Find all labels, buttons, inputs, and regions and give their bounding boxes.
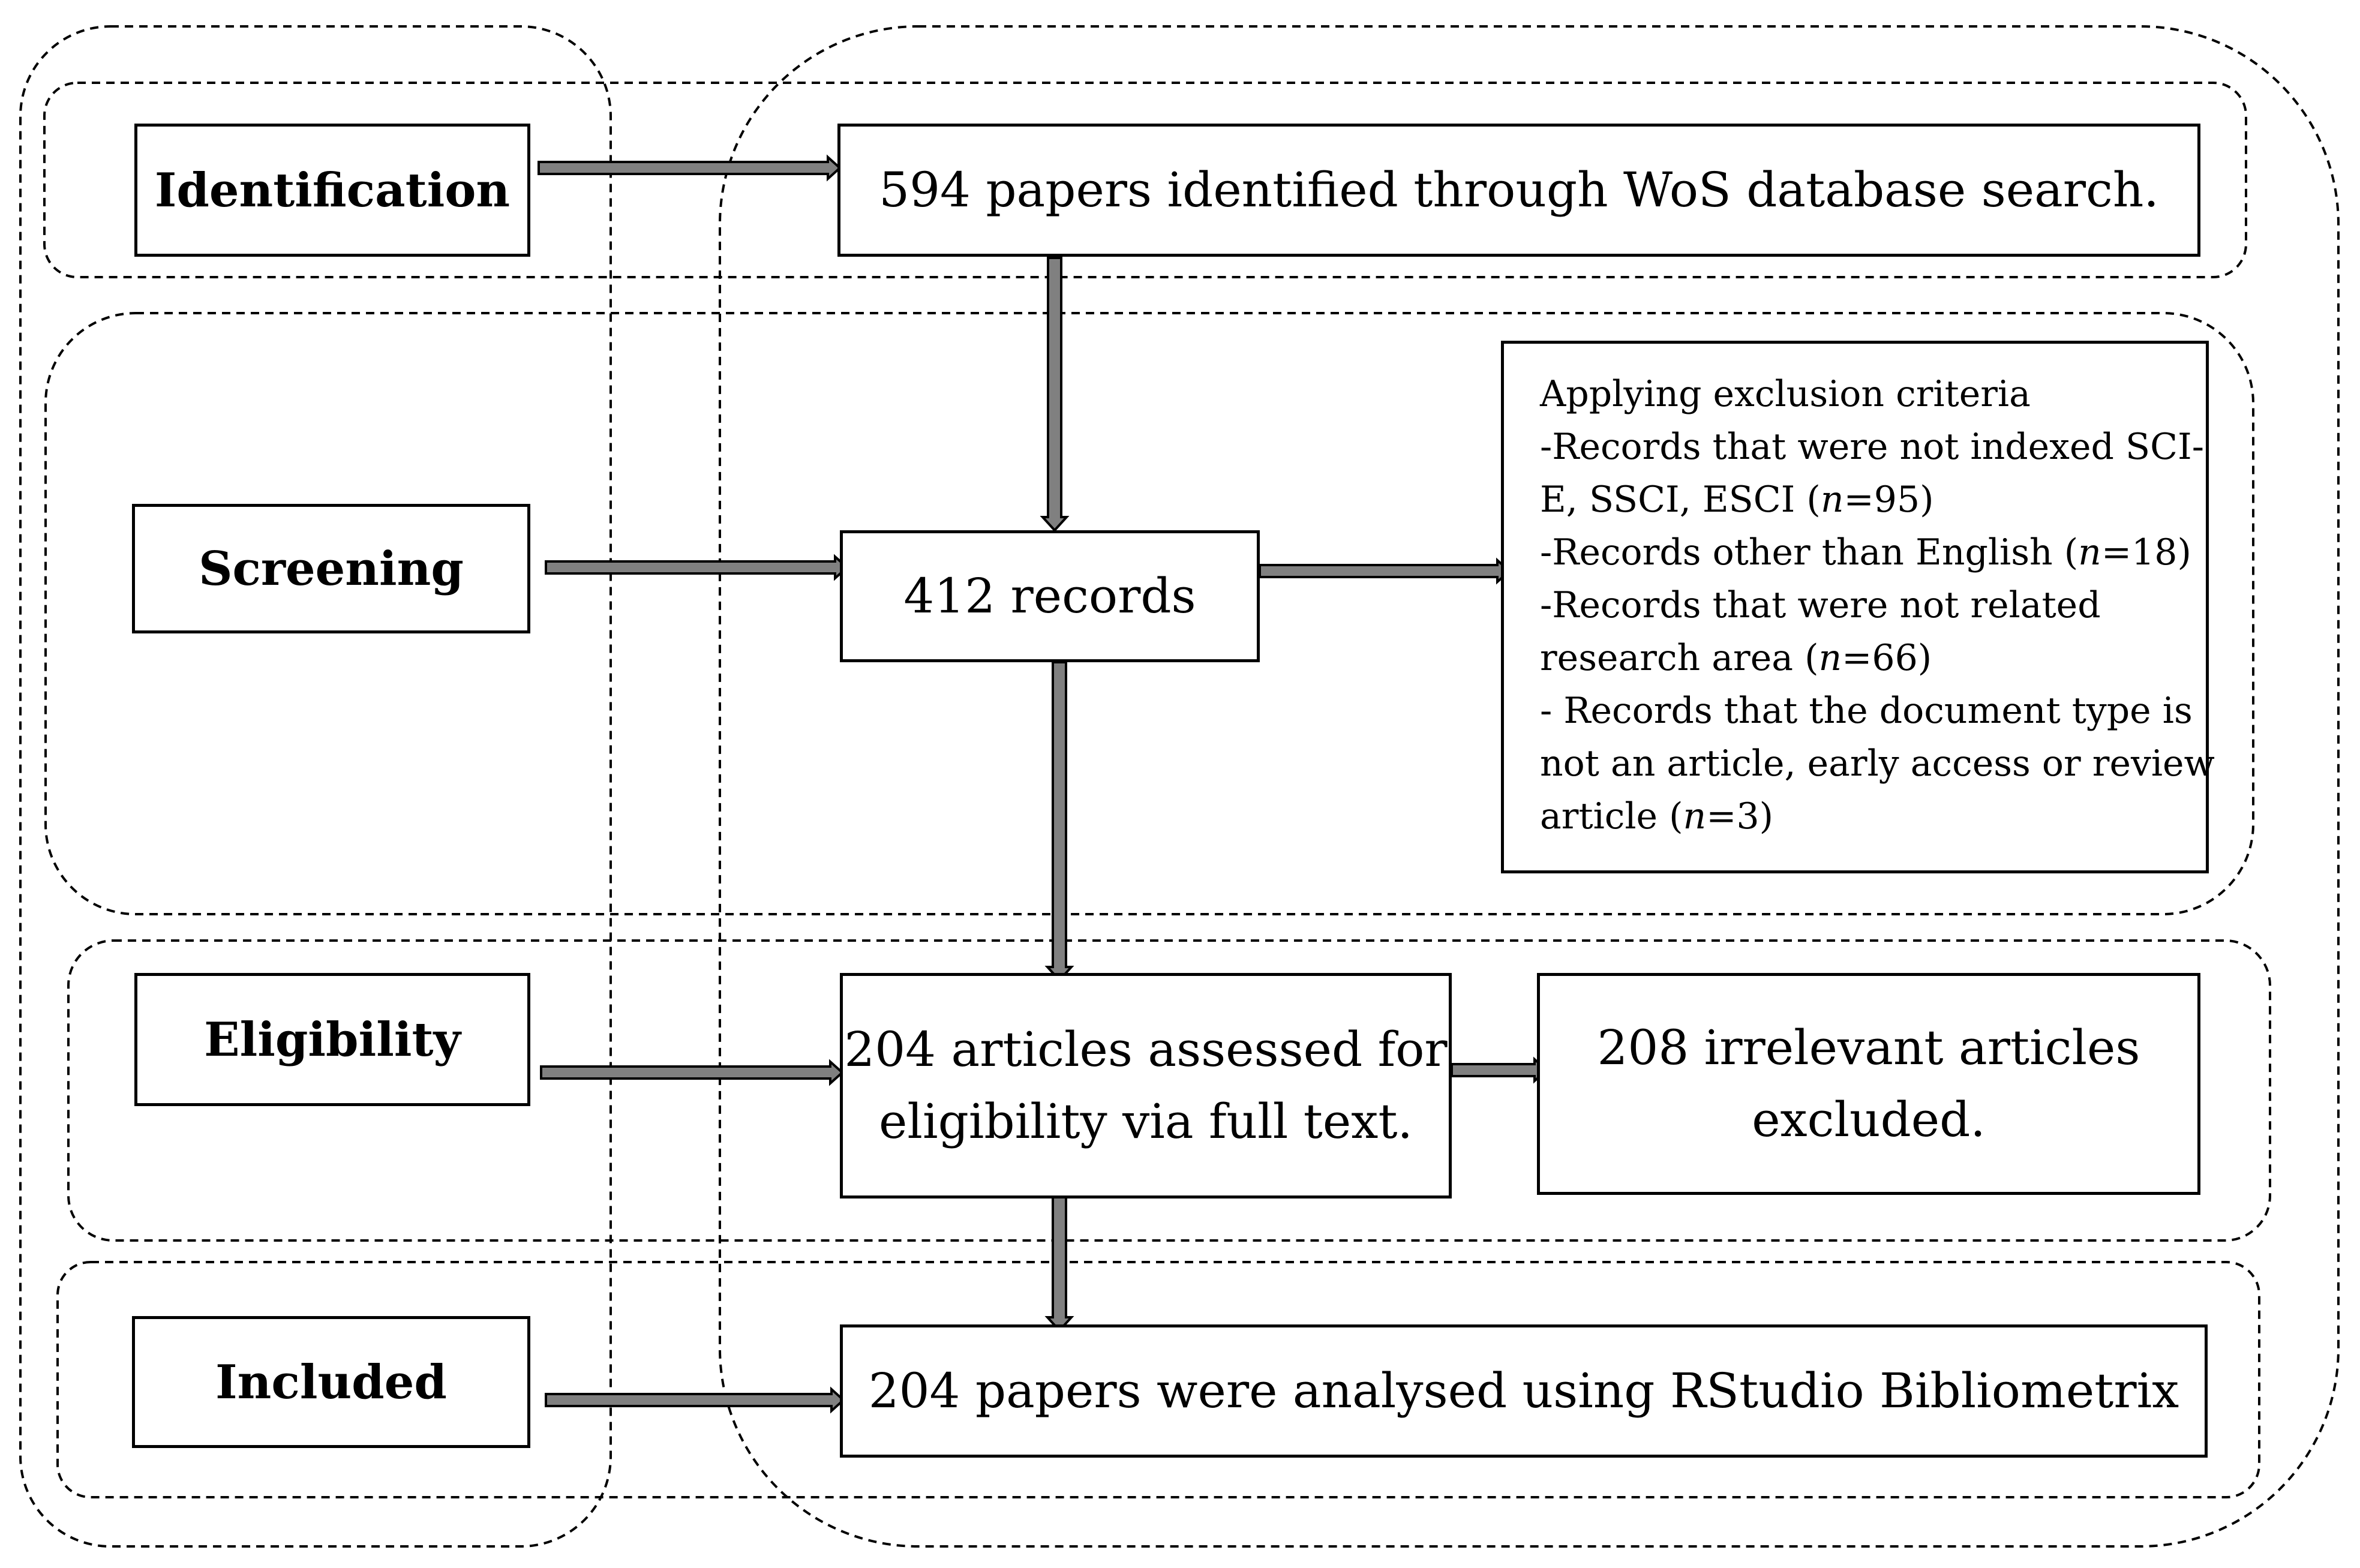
assessed-box: 204 articles assessed for eligibility vi… <box>840 973 1452 1198</box>
stage-screening-label: Screening <box>199 541 464 596</box>
stage-eligibility-label: Eligibility <box>204 1012 461 1067</box>
arrow-screening <box>545 554 849 581</box>
stage-identification-label: Identification <box>154 163 511 218</box>
arrow-to-irrelevant <box>1451 1056 1548 1084</box>
criteria-item1-line1: -Records that were not indexed SCI- <box>1540 426 2204 468</box>
exclusion-criteria-box: Applying exclusion criteria -Records tha… <box>1501 341 2215 873</box>
identified-text: 594 papers identified through WoS databa… <box>879 162 2159 218</box>
irrelevant-text-line1: 208 irrelevant articles <box>1597 1020 2140 1076</box>
stage-screening: Screening <box>132 504 530 633</box>
criteria-item1-line2: E, SSCI, ESCI (n=95) <box>1540 479 1934 521</box>
arrow-down-2 <box>1044 661 1074 982</box>
criteria-item2: -Records other than English (n=18) <box>1540 531 2191 573</box>
irrelevant-box: 208 irrelevant articles excluded. <box>1537 973 2200 1195</box>
right-column-group <box>719 25 2340 1548</box>
criteria-heading: Applying exclusion criteria <box>1540 373 2031 415</box>
stage-eligibility: Eligibility <box>134 973 530 1106</box>
assessed-text-line1: 204 articles assessed for <box>844 1022 1448 1077</box>
criteria-item4-line3: article (n=3) <box>1540 795 1774 837</box>
criteria-item4-line2: not an article, early access or review <box>1540 743 2215 785</box>
arrow-down-3 <box>1044 1184 1074 1332</box>
analysed-box: 204 papers were analysed using RStudio B… <box>840 1324 2208 1458</box>
screening-group <box>44 312 2254 915</box>
identification-group <box>43 82 2247 278</box>
stage-included-label: Included <box>215 1354 447 1410</box>
arrow-included <box>545 1386 845 1414</box>
irrelevant-text-line2: excluded. <box>1752 1092 1986 1148</box>
arrow-eligibility <box>540 1059 844 1086</box>
records-box: 412 records <box>840 530 1260 662</box>
arrow-to-exclusion <box>1259 557 1511 585</box>
left-column-group <box>19 25 612 1548</box>
identified-box: 594 papers identified through WoS databa… <box>837 124 2200 257</box>
arrow-identification <box>538 154 842 182</box>
arrow-down-1 <box>1040 257 1070 532</box>
criteria-item3-line1: -Records that were not related <box>1540 584 2101 626</box>
criteria-item3-line2: research area (n=66) <box>1540 637 1932 679</box>
included-group <box>56 1261 2260 1498</box>
assessed-text-line2: eligibility via full text. <box>879 1094 1413 1149</box>
criteria-item4-line1: - Records that the document type is <box>1540 690 2193 732</box>
stage-included: Included <box>132 1316 530 1448</box>
stage-identification: Identification <box>134 124 530 257</box>
analysed-text: 204 papers were analysed using RStudio B… <box>868 1363 2179 1419</box>
eligibility-group <box>67 939 2271 1242</box>
records-text: 412 records <box>903 568 1196 624</box>
